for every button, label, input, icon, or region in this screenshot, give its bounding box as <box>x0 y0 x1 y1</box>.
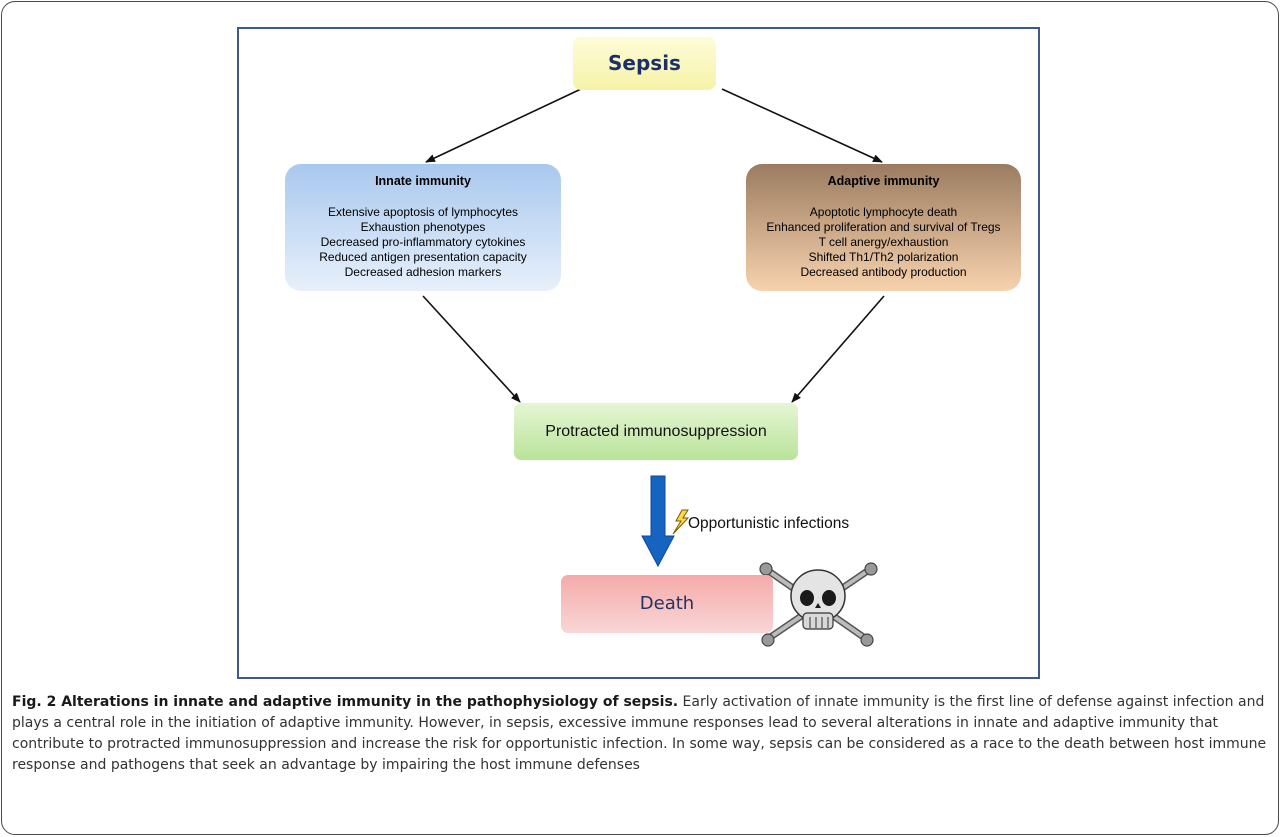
innate-item: Decreased adhesion markers <box>344 265 502 279</box>
arrow-sepsis-to-innate <box>425 88 582 163</box>
adaptive-item: Enhanced proliferation and survival of T… <box>766 220 1001 234</box>
blue-down-arrow <box>641 475 675 568</box>
protracted-immunosuppression-node: Protracted immunosuppression <box>514 403 798 460</box>
innate-immunity-node: Innate immunity Extensive apoptosis of l… <box>285 164 561 291</box>
innate-immunity-title: Innate immunity <box>375 174 471 188</box>
adaptive-item: Apoptotic lymphocyte death <box>809 205 958 219</box>
innate-item: Decreased pro-inflammatory cytokines <box>320 235 526 249</box>
skull-crossbones-icon <box>759 562 878 647</box>
adaptive-immunity-title: Adaptive immunity <box>827 174 940 188</box>
adaptive-item: Shifted Th1/Th2 polarization <box>808 250 959 264</box>
death-node: Death <box>561 575 773 633</box>
sepsis-node: Sepsis <box>573 37 716 90</box>
diagram-frame <box>237 27 1040 679</box>
adaptive-immunity-node: Adaptive immunity Apoptotic lymphocyte d… <box>746 164 1021 291</box>
caption-title: Fig. 2 Alterations in innate and adaptiv… <box>12 694 679 710</box>
innate-item: Extensive apoptosis of lymphocytes <box>327 205 519 219</box>
arrow-innate-to-protracted <box>422 295 521 403</box>
innate-item: Reduced antigen presentation capacity <box>319 250 527 264</box>
arrow-adaptive-to-protracted <box>791 295 885 403</box>
figure-caption: Fig. 2 Alterations in innate and adaptiv… <box>12 692 1268 776</box>
caption-text: Early activation of innate immunity is t… <box>12 694 1267 773</box>
innate-item: Exhaustion phenotypes <box>360 220 486 234</box>
adaptive-item: T cell anergy/exhaustion <box>818 235 949 249</box>
arrow-sepsis-to-adaptive <box>721 88 883 163</box>
lightning-icon <box>672 509 690 535</box>
adaptive-item: Decreased antibody production <box>800 265 967 279</box>
opportunistic-infections-label: Opportunistic infections <box>688 515 850 532</box>
